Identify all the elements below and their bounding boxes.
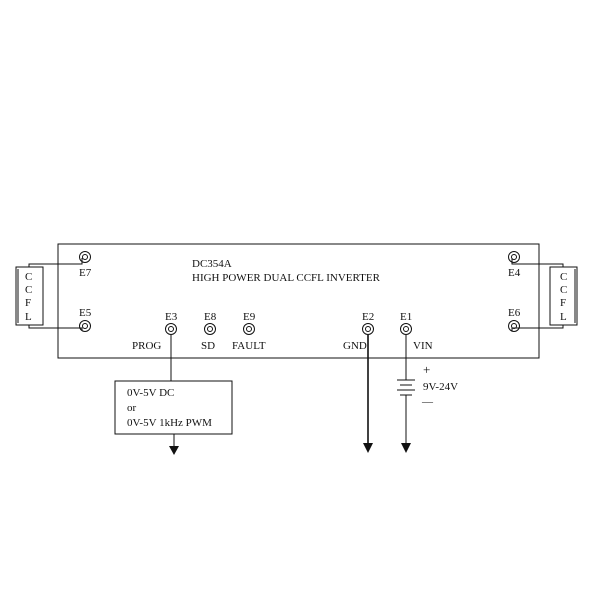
source-line-3: 0V-5V 1kHz PWM — [127, 417, 212, 429]
left-lamp-letter: L — [25, 311, 32, 323]
left-lamp-letter: C — [25, 271, 32, 283]
supply-voltage-range: 9V-24V — [423, 381, 458, 393]
terminal-e1-label: E1 — [400, 311, 412, 323]
right-lamp-letter: C — [560, 271, 567, 283]
signal-fault-label: FAULT — [232, 340, 266, 352]
right-lamp-letter: L — [560, 311, 567, 323]
right-ccfl-lamp: C C F L — [549, 266, 578, 326]
supply-plus: + — [423, 362, 430, 377]
terminal-e6 — [508, 320, 520, 332]
wire-e7-lamp — [28, 258, 83, 267]
source-line-2: or — [127, 402, 137, 414]
signal-gnd-label: GND — [343, 340, 367, 352]
wire-e5-lamp — [28, 325, 83, 331]
signal-sd-label: SD — [201, 340, 215, 352]
left-lamp-letter: C — [25, 284, 32, 296]
source-line-1: 0V-5V DC — [127, 387, 174, 399]
board-title: HIGH POWER DUAL CCFL INVERTER — [192, 272, 381, 284]
source-ground-arrow-icon — [169, 446, 179, 455]
board-outline — [57, 243, 540, 359]
wire-e4-lamp — [511, 258, 564, 267]
terminal-e4-label: E4 — [508, 267, 521, 279]
terminal-e4 — [508, 251, 520, 263]
terminal-e6-label: E6 — [508, 307, 521, 319]
wire-e6-lamp — [511, 325, 564, 331]
terminal-e5-label: E5 — [79, 307, 92, 319]
terminal-e3 — [165, 323, 177, 335]
terminal-e5 — [79, 320, 91, 332]
left-lamp-letter: F — [25, 297, 31, 309]
terminal-e7 — [79, 251, 91, 263]
terminal-e9 — [243, 323, 255, 335]
terminal-e9-label: E9 — [243, 311, 256, 323]
right-lamp-letter: C — [560, 284, 567, 296]
terminal-e1 — [400, 323, 412, 335]
terminal-e8 — [204, 323, 216, 335]
gnd-arrow-icon — [363, 443, 373, 453]
board-model: DC354A — [192, 258, 232, 270]
right-lamp-letter: F — [560, 297, 566, 309]
supply-minus: — — [421, 396, 434, 408]
signal-prog-label: PROG — [132, 340, 161, 352]
terminal-e2 — [362, 323, 374, 335]
signal-vin-label: VIN — [413, 340, 433, 352]
left-ccfl-lamp: C C F L — [15, 266, 44, 326]
battery-icon — [397, 379, 415, 396]
terminal-e7-label: E7 — [79, 267, 92, 279]
terminal-e2-label: E2 — [362, 311, 374, 323]
terminal-e3-label: E3 — [165, 311, 178, 323]
terminal-e8-label: E8 — [204, 311, 217, 323]
vin-arrow-icon — [401, 443, 411, 453]
